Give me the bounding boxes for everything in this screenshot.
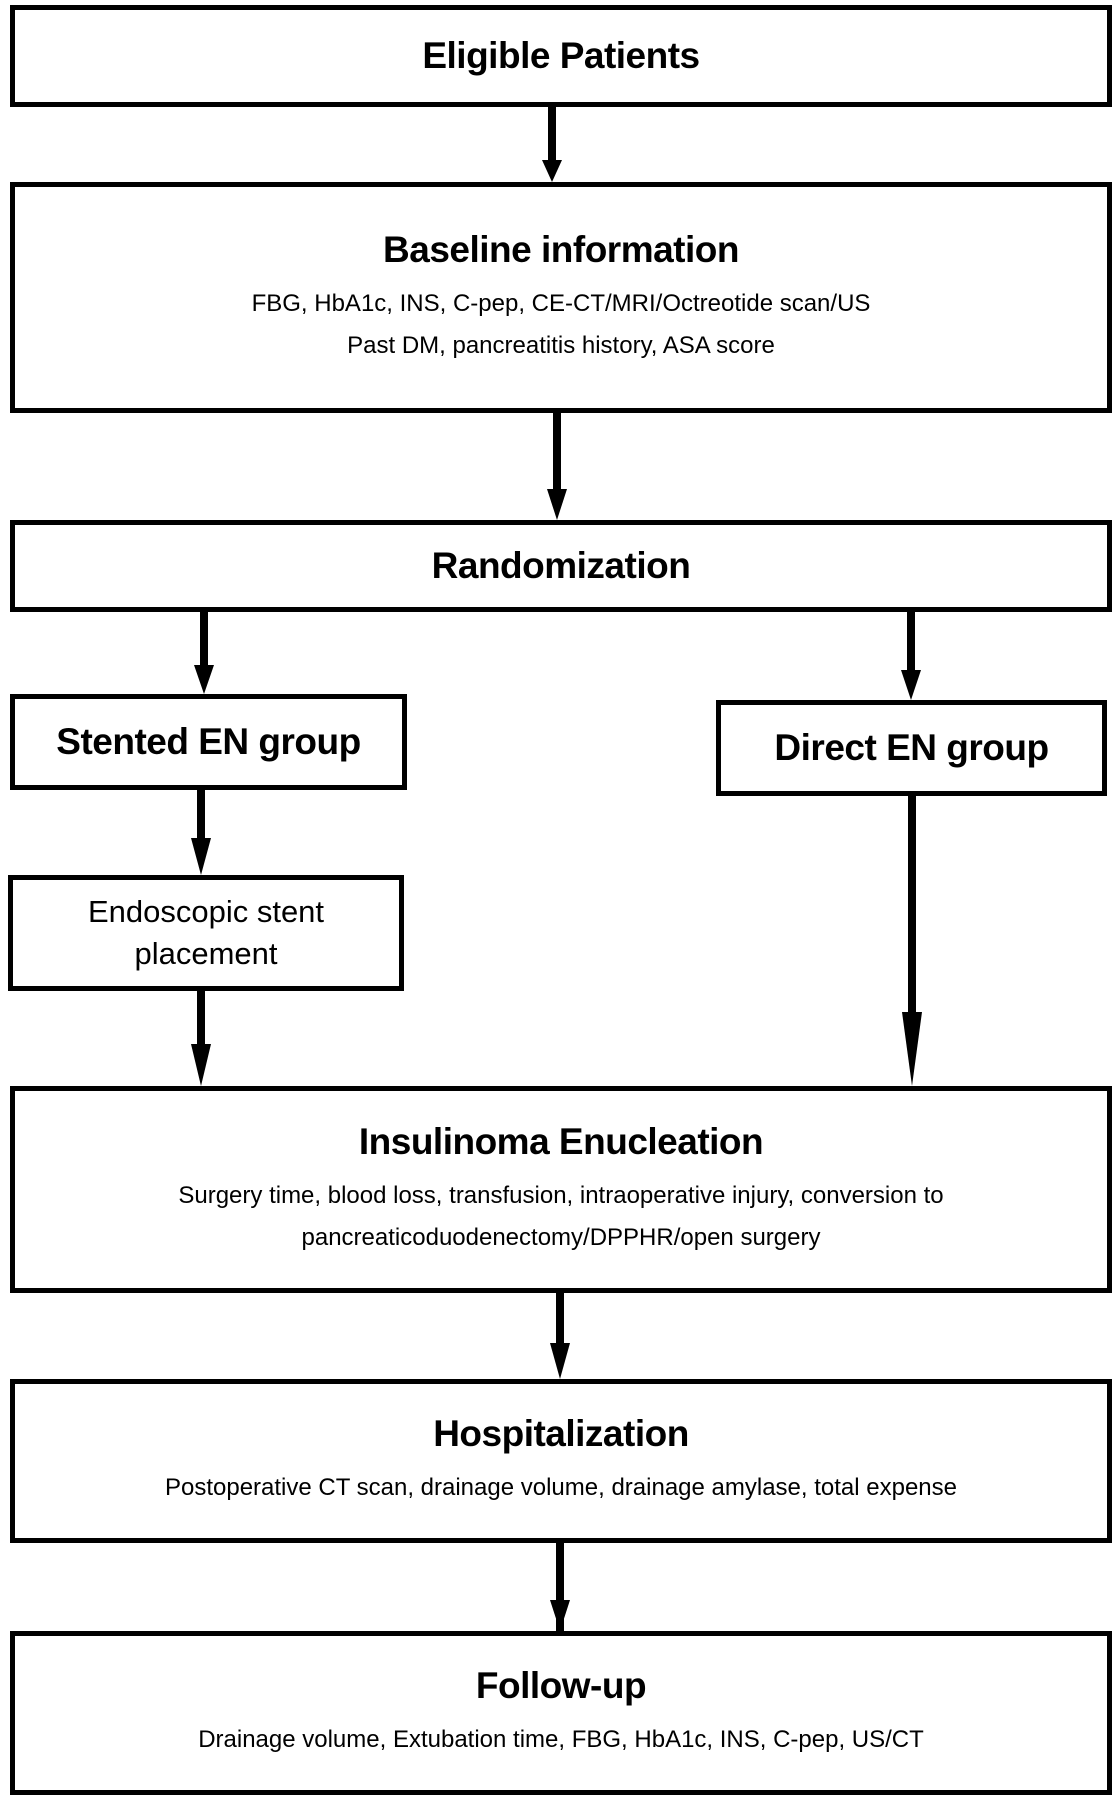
randomization-box: Randomization: [10, 520, 1112, 612]
hospitalization-title: Hospitalization: [433, 1413, 689, 1454]
arrow-enucleation-to-hospitalization: [556, 1293, 564, 1345]
eligible-patients-box: Eligible Patients: [10, 5, 1112, 107]
arrow-hospitalization-to-followup: [556, 1543, 564, 1631]
enucleation-line-1: Surgery time, blood loss, transfusion, i…: [178, 1181, 944, 1209]
arrow-randomization-to-direct: [907, 612, 915, 672]
direct-en-group-title: Direct EN group: [774, 727, 1049, 768]
baseline-information-title: Baseline information: [383, 228, 739, 270]
stent-line-1: Endoscopic stent: [87, 894, 325, 929]
stent-line-2: placement: [134, 936, 278, 971]
arrow-stent-to-enucleation: [197, 991, 205, 1046]
follow-up-title: Follow-up: [475, 1665, 647, 1706]
stented-en-group-box: Stented EN group: [10, 694, 407, 790]
follow-up-line-1: Drainage volume, Extubation time, FBG, H…: [198, 1726, 924, 1753]
arrow-stented-to-stent: [197, 790, 205, 840]
baseline-line-2: Past DM, pancreatitis history, ASA score: [347, 331, 775, 359]
arrow-eligible-to-baseline: [548, 107, 556, 162]
arrow-baseline-to-randomization: [553, 413, 561, 491]
arrow-randomization-to-stented: [200, 612, 208, 667]
baseline-information-box: Baseline information FBG, HbA1c, INS, C-…: [10, 182, 1112, 413]
eligible-patients-title: Eligible Patients: [422, 35, 700, 76]
insulinoma-enucleation-title: Insulinoma Enucleation: [358, 1120, 764, 1162]
endoscopic-stent-placement-box: Endoscopic stent placement: [8, 875, 404, 991]
enucleation-line-2: pancreaticoduodenectomy/DPPHR/open surge…: [301, 1223, 821, 1251]
hospitalization-line-1: Postoperative CT scan, drainage volume, …: [164, 1474, 957, 1501]
baseline-line-1: FBG, HbA1c, INS, C-pep, CE-CT/MRI/Octreo…: [251, 289, 871, 317]
direct-en-group-box: Direct EN group: [716, 700, 1107, 796]
hospitalization-box: Hospitalization Postoperative CT scan, d…: [10, 1379, 1112, 1543]
randomization-title: Randomization: [431, 545, 691, 586]
insulinoma-enucleation-box: Insulinoma Enucleation Surgery time, blo…: [10, 1086, 1112, 1293]
follow-up-box: Follow-up Drainage volume, Extubation ti…: [10, 1631, 1112, 1795]
stented-en-group-title: Stented EN group: [56, 721, 361, 762]
arrow-direct-to-enucleation: [908, 796, 916, 1014]
